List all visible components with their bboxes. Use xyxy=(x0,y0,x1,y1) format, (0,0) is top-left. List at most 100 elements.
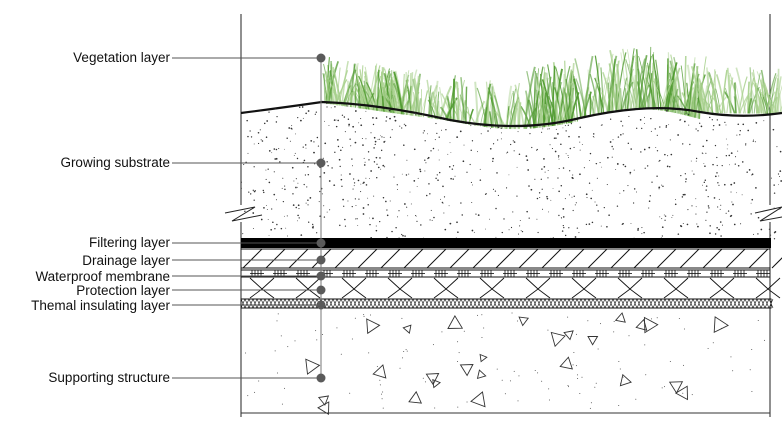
substrate-dot xyxy=(293,204,295,206)
substrate-dot xyxy=(440,199,441,200)
substrate-dot xyxy=(415,215,416,216)
substrate-dot xyxy=(365,138,366,139)
aggregate-dot xyxy=(457,341,458,342)
aggregate-dot xyxy=(355,318,356,319)
substrate-dot xyxy=(350,145,351,146)
substrate-dot xyxy=(726,155,727,156)
substrate-dot xyxy=(709,225,710,226)
substrate-dot xyxy=(352,165,353,166)
substrate-dot xyxy=(496,172,498,174)
substrate-dot xyxy=(544,166,546,168)
substrate-dot xyxy=(376,230,378,232)
substrate-dot xyxy=(267,209,268,210)
substrate-dot xyxy=(355,218,356,219)
aggregate-dot xyxy=(651,318,652,319)
substrate-dot xyxy=(571,123,572,124)
protection-mark xyxy=(480,289,504,298)
substrate-dot xyxy=(586,193,588,195)
substrate-dot xyxy=(664,220,665,221)
substrate-dot xyxy=(773,184,774,185)
substrate-dot xyxy=(750,213,751,214)
protection-mark xyxy=(756,278,780,289)
substrate-dot xyxy=(384,166,385,167)
substrate-dot xyxy=(365,178,366,179)
aggregate-dot xyxy=(278,313,279,314)
substrate-dot xyxy=(343,206,344,207)
substrate-dot xyxy=(324,216,325,217)
substrate-dot xyxy=(557,177,558,178)
substrate-dot xyxy=(307,199,309,201)
substrate-dot xyxy=(404,203,406,205)
substrate-dot xyxy=(450,152,451,153)
substrate-dot xyxy=(529,133,530,134)
substrate-dot xyxy=(322,193,323,194)
substrate-dot xyxy=(562,230,563,231)
substrate-dot xyxy=(383,197,384,198)
substrate-dot xyxy=(695,214,696,215)
substrate-dot xyxy=(348,125,349,126)
substrate-dot xyxy=(276,149,278,151)
substrate-dot xyxy=(339,159,341,161)
substrate-dot xyxy=(670,154,672,156)
leader-dot xyxy=(317,272,326,281)
aggregate-dot xyxy=(477,315,478,316)
substrate-dot xyxy=(450,142,451,143)
substrate-dot xyxy=(292,167,294,169)
substrate-dot xyxy=(769,229,770,230)
substrate-dot xyxy=(274,171,275,172)
substrate-dot xyxy=(439,160,440,161)
substrate-dot xyxy=(341,186,342,187)
substrate-dot xyxy=(347,105,348,106)
aggregate-dot xyxy=(284,388,285,389)
substrate-dot xyxy=(546,196,548,198)
substrate-dot xyxy=(545,172,546,173)
substrate-dot xyxy=(675,199,676,200)
substrate-dot xyxy=(293,181,294,182)
protection-mark xyxy=(710,289,734,298)
substrate-dot xyxy=(327,165,328,166)
substrate-dot xyxy=(685,173,686,174)
aggregate-stone xyxy=(670,382,683,393)
substrate-dot xyxy=(443,212,444,213)
substrate-dot xyxy=(718,185,719,186)
substrate-dot xyxy=(393,177,394,178)
substrate-dot xyxy=(462,214,463,215)
substrate-dot xyxy=(308,110,310,112)
substrate-dot xyxy=(285,228,286,229)
substrate-dot xyxy=(618,136,619,137)
aggregate-dot xyxy=(341,354,342,355)
substrate-dot xyxy=(622,125,623,126)
substrate-dot xyxy=(645,168,646,169)
substrate-dot xyxy=(327,212,328,213)
substrate-dot xyxy=(719,124,721,126)
substrate-dot xyxy=(565,235,566,236)
aggregate-dot xyxy=(679,318,680,319)
substrate-dot xyxy=(433,217,435,219)
substrate-dot xyxy=(266,205,267,206)
drainage-hatch-line xyxy=(381,249,400,268)
substrate-dot xyxy=(362,138,363,139)
substrate-dot xyxy=(394,116,396,118)
substrate-dot xyxy=(295,207,297,209)
substrate-dot xyxy=(297,215,299,217)
drainage-hatch-line xyxy=(519,249,538,268)
substrate-dot xyxy=(720,235,722,237)
aggregate-dot xyxy=(618,405,619,406)
substrate-dot xyxy=(636,128,637,129)
substrate-dot xyxy=(389,118,391,120)
substrate-dot xyxy=(391,231,392,232)
aggregate-dot xyxy=(620,383,621,384)
substrate-dot xyxy=(380,169,381,170)
substrate-dot xyxy=(276,158,278,160)
aggregate-dot xyxy=(644,323,645,324)
substrate-dot xyxy=(360,191,361,192)
substrate-dot xyxy=(559,159,560,160)
aggregate-dot xyxy=(402,357,403,358)
grass-blade xyxy=(375,66,376,111)
substrate-dot xyxy=(662,226,664,228)
substrate-dot xyxy=(612,157,613,158)
substrate-dot xyxy=(565,125,566,126)
aggregate-stone xyxy=(560,357,572,369)
substrate-dot xyxy=(771,178,772,179)
substrate-dot xyxy=(452,178,453,179)
